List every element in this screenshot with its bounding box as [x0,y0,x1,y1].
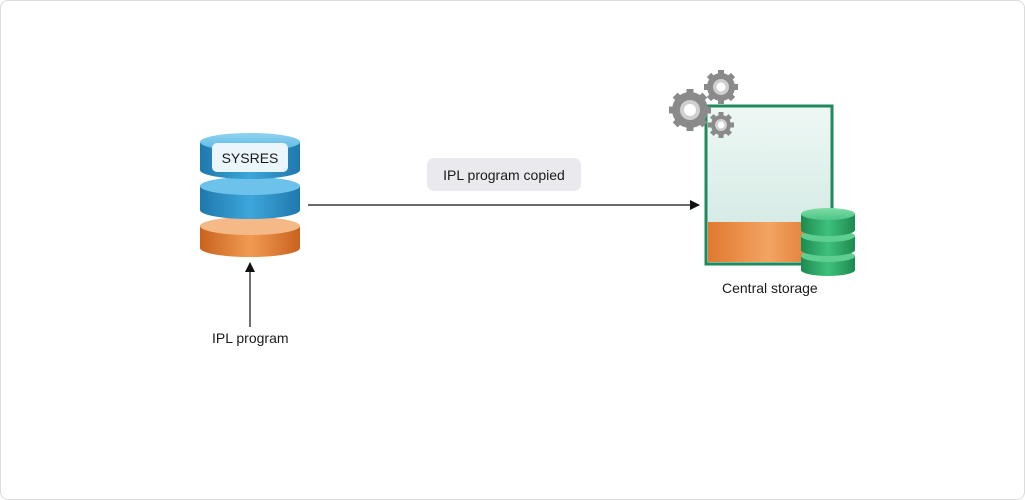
gears-icon [669,70,738,138]
source-caption: IPL program [212,330,289,346]
sysres-label: SYSRES [212,143,288,172]
storage-database-icon [801,208,855,276]
copy-label: IPL program copied [427,158,581,191]
target-caption: Central storage [722,280,818,296]
